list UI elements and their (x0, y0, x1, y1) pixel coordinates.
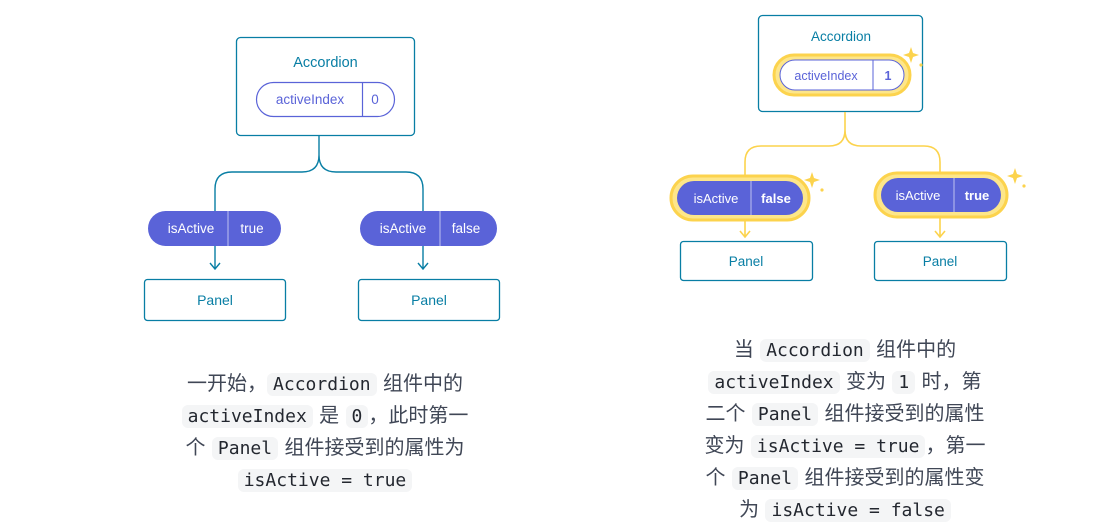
left-state-name: activeIndex (276, 92, 345, 107)
caption-text: 组件接受到的属性变 (798, 465, 985, 489)
caption-code: isActive = false (765, 499, 951, 522)
caption-code: Panel (211, 437, 279, 460)
caption-text: 变为 (704, 433, 751, 457)
left-diagram: Accordion activeIndex 0 isActive true is… (143, 36, 501, 322)
right-panel-label-1: Panel (729, 254, 764, 269)
sparkle-icon (1007, 168, 1026, 188)
caption-text: 一开始， (187, 371, 268, 395)
right-prop-value-1: false (761, 191, 791, 206)
right-prop-pill-1 (677, 181, 803, 215)
right-connector (744, 112, 941, 180)
left-panel-box-1 (143, 278, 287, 322)
right-prop-name-1: isActive (694, 191, 739, 206)
left-prop-value-1: true (240, 221, 263, 236)
right-diagram: Accordion activeIndex 1 isActive false i… (669, 14, 1026, 282)
left-state-pill (255, 81, 396, 118)
right-panel-label-2: Panel (923, 254, 958, 269)
right-panel-box-2 (873, 240, 1008, 282)
caption-text: 组件接受到的属性 (818, 401, 985, 425)
left-panel-box-2 (357, 278, 501, 322)
right-prop-value-2: true (965, 188, 990, 203)
caption-code: isActive = true (750, 435, 926, 458)
sparkle-icon (903, 47, 923, 67)
right-prop-name-2: isActive (896, 188, 941, 203)
caption-text: 个 (185, 435, 212, 459)
left-prop-pill-1 (148, 211, 281, 246)
caption-text: ，第一 (925, 433, 986, 457)
caption-code: 1 (892, 371, 916, 394)
caption-code: 0 (345, 405, 369, 428)
caption-text: 为 (739, 497, 766, 521)
caption-text: 当 (733, 337, 761, 361)
caption-text: 变为 (839, 369, 893, 393)
left-panel-label-1: Panel (197, 292, 233, 308)
left-accordion-label: Accordion (293, 55, 357, 71)
right-caption: 当 Accordion 组件中的 activeIndex 变为 1 时，第二个 P… (650, 334, 1040, 526)
caption-code: Panel (751, 403, 819, 426)
caption-code: Panel (731, 467, 799, 490)
right-state-value: 1 (885, 69, 892, 83)
caption-code: isActive = true (237, 469, 413, 492)
left-arrow-1 (209, 246, 221, 271)
left-prop-pill-2 (360, 211, 497, 246)
caption-text: 是 (312, 403, 346, 427)
caption-code: Accordion (267, 373, 377, 396)
left-prop-name-1: isActive (168, 221, 215, 236)
caption-text: 个 (705, 465, 732, 489)
left-connector (214, 136, 424, 211)
caption-text: 二个 (705, 401, 752, 425)
caption-code: activeIndex (708, 371, 840, 394)
caption-text: 组件中的 (376, 371, 463, 395)
caption-text: 组件中的 (869, 337, 957, 361)
left-panel-label-2: Panel (411, 292, 447, 308)
left-arrow-2 (417, 246, 429, 271)
right-state-name: activeIndex (794, 69, 858, 83)
right-prop-pill-2 (881, 178, 1001, 212)
caption-code: Accordion (760, 339, 870, 362)
caption-text: 组件接受到的属性为 (278, 435, 465, 459)
caption-code: activeIndex (181, 405, 313, 428)
right-accordion-label: Accordion (811, 29, 871, 44)
left-state-value: 0 (371, 92, 379, 107)
right-panel-box-1 (679, 240, 814, 282)
left-prop-name-2: isActive (380, 221, 427, 236)
caption-text: ，此时第一 (368, 403, 469, 427)
left-prop-value-2: false (452, 221, 481, 236)
sparkle-icon (804, 172, 824, 192)
caption-text: 时，第 (915, 369, 982, 393)
